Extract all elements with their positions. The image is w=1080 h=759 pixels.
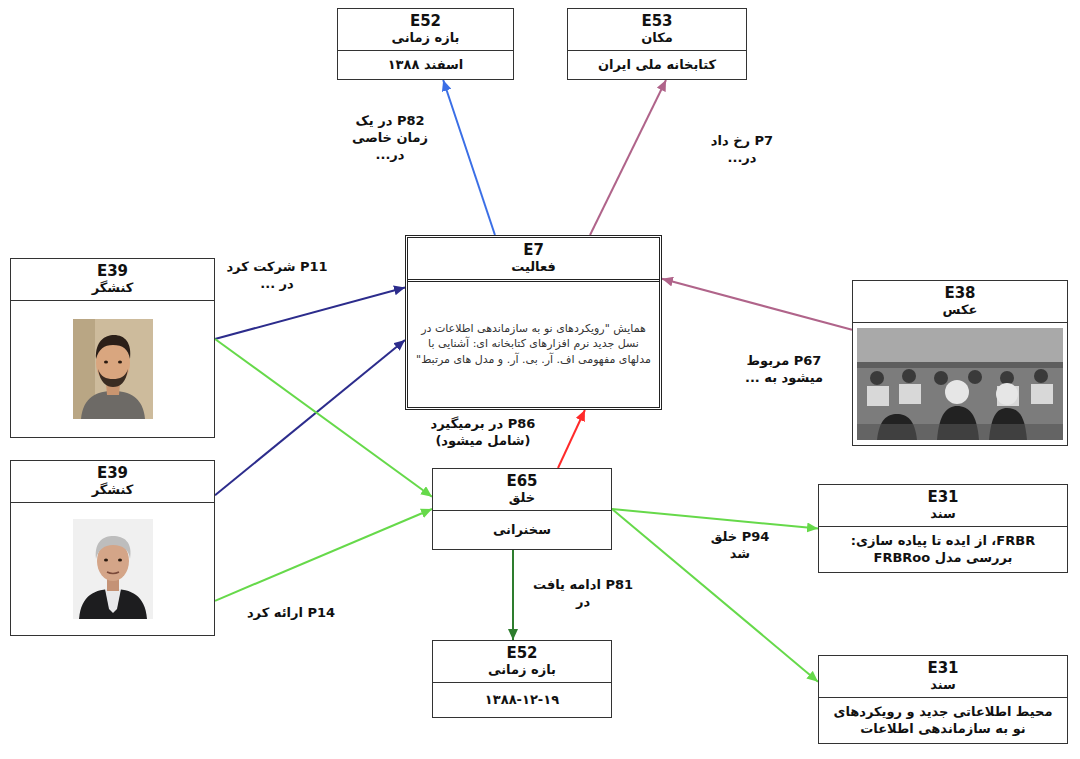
class-code: E65 — [506, 472, 537, 490]
property-label: P7 رخ داد در... — [692, 132, 792, 168]
instance-value: سخنرانی — [493, 521, 551, 539]
class-code: E38 — [944, 284, 975, 302]
entity-header: E31سند — [819, 656, 1067, 698]
entity-box: E31سند محیط اطلاعاتی جدید و رویکردهای نو … — [818, 655, 1068, 744]
entity-body: اسفند ۱۳۸۸ — [338, 51, 513, 79]
class-code: E53 — [641, 12, 672, 30]
class-code: E7 — [523, 241, 544, 259]
entity-box: E38عکس — [852, 280, 1068, 446]
entity-header: E39کنشگر — [11, 461, 214, 503]
class-name: بازه زمانی — [488, 662, 556, 679]
class-name: کنشگر — [92, 482, 134, 499]
instance-value: کتابخانه ملی ایران — [598, 56, 716, 74]
property-label: P81 ادامه یافت در — [528, 576, 638, 612]
property-label: P82 در یک زمان خاصی در... — [340, 112, 440, 165]
property-arrow — [215, 288, 405, 340]
entity-header: E53مکان — [568, 9, 746, 51]
entity-box: E31سند FRBR، از ایده تا پیاده سازی: بررسی… — [818, 484, 1068, 573]
instance-value: همایش "رویکردهای نو به سازماندهی اطلاعات… — [416, 321, 651, 369]
entity-body — [853, 323, 1067, 445]
entity-header: E65خلق — [433, 469, 611, 511]
property-arrow — [662, 279, 852, 330]
class-name: بازه زمانی — [392, 30, 460, 47]
class-code: E31 — [927, 659, 958, 677]
entity-header: E38عکس — [853, 281, 1067, 323]
class-code: E31 — [927, 488, 958, 506]
person-photo — [73, 519, 153, 619]
entity-box: E52بازه زمانی اسفند ۱۳۸۸ — [337, 8, 514, 80]
entity-header: E52بازه زمانی — [338, 9, 513, 51]
entity-box: E39کنشگر — [10, 460, 215, 636]
property-arrow — [215, 339, 432, 497]
property-label: P11 شرکت کرد در ... — [222, 258, 332, 294]
entity-body: کتابخانه ملی ایران — [568, 51, 746, 79]
instance-value: اسفند ۱۳۸۸ — [388, 56, 464, 74]
class-name: عکس — [943, 302, 978, 319]
entity-box: E53مکان کتابخانه ملی ایران — [567, 8, 747, 80]
entity-box: E7فعالیت همایش "رویکردهای نو به سازماندهی… — [405, 235, 662, 410]
entity-header: E7فعالیت — [408, 238, 659, 282]
property-arrow — [612, 509, 818, 682]
property-arrow — [590, 80, 666, 235]
audience-photo — [857, 328, 1063, 440]
class-name: سند — [930, 506, 956, 523]
class-name: فعالیت — [511, 259, 556, 276]
entity-body — [11, 301, 214, 437]
property-arrow — [215, 509, 432, 601]
person-photo — [73, 319, 153, 419]
property-arrow — [512, 550, 514, 640]
entity-body: ۱۳۸۸-۱۲-۱۹ — [433, 683, 611, 717]
entity-box: E65خلق سخنرانی — [432, 468, 612, 550]
class-name: سند — [930, 677, 956, 694]
entity-body: محیط اطلاعاتی جدید و رویکردهای نو به ساز… — [819, 698, 1067, 743]
instance-value: ۱۳۸۸-۱۲-۱۹ — [485, 691, 559, 709]
entity-box: E39کنشگر — [10, 258, 215, 438]
class-code: E52 — [506, 644, 537, 662]
property-arrow — [558, 410, 585, 468]
class-name: کنشگر — [92, 280, 134, 297]
class-name: مکان — [641, 30, 673, 47]
property-label: P67 مربوط میشود به ... — [728, 352, 840, 388]
class-name: خلق — [509, 490, 535, 507]
instance-value: FRBR، از ایده تا پیاده سازی: بررسی مدل F… — [827, 532, 1059, 567]
class-code: E52 — [410, 12, 441, 30]
entity-body — [11, 503, 214, 635]
instance-value: محیط اطلاعاتی جدید و رویکردهای نو به ساز… — [827, 703, 1059, 738]
property-label: P86 در برمیگیرد (شامل میشود) — [412, 415, 554, 451]
entity-box: E52بازه زمانی ۱۳۸۸-۱۲-۱۹ — [432, 640, 612, 718]
entity-body: سخنرانی — [433, 511, 611, 549]
class-code: E39 — [97, 464, 128, 482]
property-label: P94 خلق شد — [698, 528, 782, 564]
entity-header: E52بازه زمانی — [433, 641, 611, 683]
property-arrow — [443, 80, 495, 235]
property-label: P14 ارائه کرد — [236, 604, 346, 623]
property-arrow — [612, 509, 818, 528]
entity-header: E31سند — [819, 485, 1067, 527]
entity-body: FRBR، از ایده تا پیاده سازی: بررسی مدل F… — [819, 527, 1067, 572]
property-arrow — [215, 340, 405, 495]
class-code: E39 — [97, 262, 128, 280]
entity-body: همایش "رویکردهای نو به سازماندهی اطلاعات… — [408, 282, 659, 407]
entity-header: E39کنشگر — [11, 259, 214, 301]
